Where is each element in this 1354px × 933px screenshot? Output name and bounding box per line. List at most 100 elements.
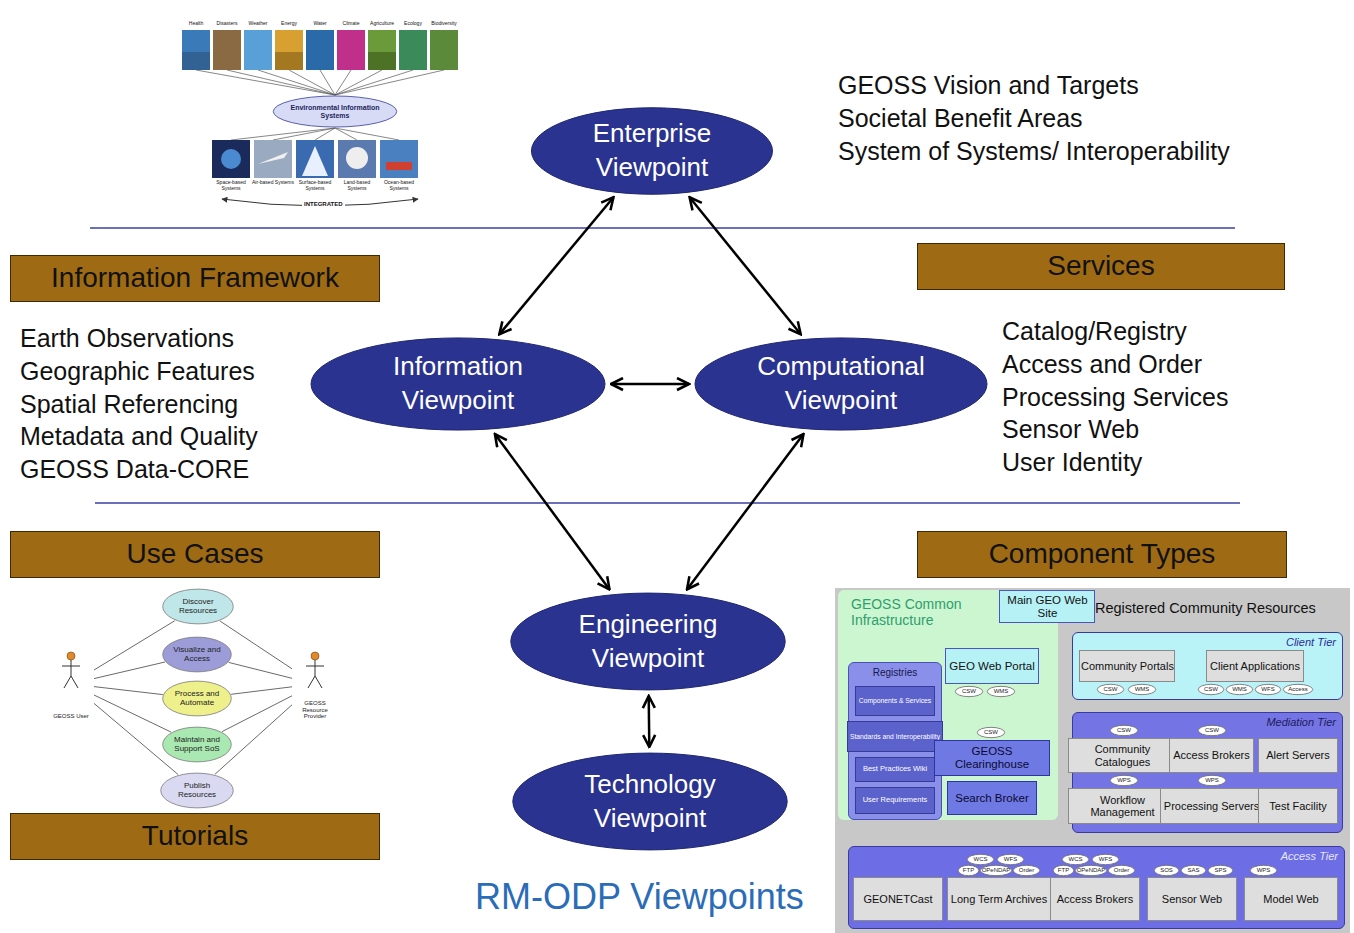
photo [380,140,418,178]
node-text: WPS [1117,777,1131,784]
interface-badge: SPS [1208,865,1233,876]
interface-badge: OPeNDAP [980,865,1012,876]
figure-part [311,652,319,660]
component-box: Access Brokers [1169,738,1254,773]
component-box: Processing Servers [1160,788,1262,824]
node-text: Order [1019,867,1034,874]
node-text: GEOSS Resource Provider [293,700,337,720]
ellipse-shape [1198,725,1225,735]
interface-badge: Order [1013,865,1040,876]
label-text: Geographic Features [20,356,255,386]
node-text: Enterprise Viewpoint [562,117,742,185]
fan-line [320,70,335,95]
ellipse-shape [1198,684,1223,694]
label-text: Catalog/Registry [1002,316,1187,346]
node-text: Client Tier [1286,636,1336,649]
section-header: Services [917,243,1285,290]
node-text: Sensor Web [1162,893,1222,905]
component-box: Long Term Archives [947,877,1052,921]
node-text: Registered Community Resources [1095,600,1345,617]
figure-part [308,676,315,688]
resource-panel: Registered Community Resources GEOSS Comm… [835,588,1350,933]
ellipse-shape [1097,684,1123,694]
ellipse-shape [1154,865,1179,875]
ellipse-shape [1092,854,1118,864]
fan-line [258,70,335,95]
label-text: Surface-based Systems [294,180,336,191]
component-box: Model Web [1244,877,1338,921]
node-text: WPS [1257,867,1271,874]
infrastructure-panel: GEOSS Common InfrastructureRegistriesCom… [838,590,1058,820]
component-box: Test Facility [1258,788,1338,824]
dish-icon [346,147,368,169]
node-text: Visualize and Access [170,646,224,664]
ellipse-shape [1108,865,1134,875]
ellipse-shape [1255,684,1280,694]
label-text: Energy [273,21,305,27]
registries-panel: RegistriesComponents & ServicesStandards… [848,662,942,820]
association-line [220,621,292,669]
label-text: Access and Order [1002,349,1202,379]
system-photos [212,140,418,178]
ellipse-shape [1110,775,1137,785]
ellipse-shape [1198,775,1225,785]
label-text: Space-based Systems [210,180,252,191]
node-text: WFS [1261,686,1274,693]
viewpoint-ellipse: Engineering Viewpoint [508,590,788,693]
figure-part [315,660,316,676]
viewpoint-ellipse: Computational Viewpoint [692,335,990,433]
interface-badge: CSW [955,686,983,697]
interface-badge: WCS [1062,854,1089,865]
node-text: Tutorials [142,820,248,852]
node-text: WMS [1135,686,1150,693]
viewpoint-ellipse: Enterprise Viewpoint [529,105,775,197]
node-text: Use Cases [127,538,264,570]
node-text: WFS [1099,856,1112,863]
fan-line [335,70,413,95]
use-case-oval: Publish Resources [160,772,234,809]
node-text: Order [1114,867,1129,874]
ellipse-shape [1208,865,1233,875]
fan-lines [196,70,444,140]
interface-badge: CSW [977,727,1005,738]
photo [430,30,458,70]
actor-figure: GEOSS User [48,648,94,720]
tier-panel: Client TierCommunity PortalsClient Appli… [1072,632,1343,700]
label-text: Land-based Systems [336,180,378,191]
tier-panel: Mediation TierCSWCSWCommunity Catalogues… [1072,712,1343,833]
section-header: Use Cases [10,531,380,578]
ellipse-shape [163,589,234,624]
fan-line [227,70,335,95]
node-text: GEONETCast [863,893,932,905]
node-text: Community Catalogues [1069,743,1176,767]
node-text: WCS [1069,856,1083,863]
fan-line [231,128,335,140]
label-text: System of Systems/ Interoperability [838,136,1230,166]
figure-part [71,660,72,676]
ellipse-shape [997,854,1023,864]
tier-panel: Access TierGEONETCastWCSWFSFTPOPeNDAPOrd… [848,846,1345,929]
node-text: Components & Services [859,697,931,704]
figure-part [315,676,322,688]
photo [275,30,303,70]
interface-badge: Access [1283,684,1313,695]
node-text: GEOSS Common Infrastructure [851,596,1001,628]
label-text: Ocean-based Systems [378,180,420,191]
interface-badge: Order [1108,865,1135,876]
ellipse-shape [513,753,787,850]
ellipse-outline [308,335,608,433]
interface-badge: SAS [1181,865,1206,876]
photo [337,30,365,70]
actor-figure: GEOSS Resource Provider [292,648,338,720]
service-box: Search Broker [947,781,1037,815]
node-text: Discover Resources [171,598,225,616]
association-line [229,662,292,678]
use-case-oval: Maintain and Support SoS [162,726,232,763]
stick-figure [48,648,94,692]
photo [306,30,334,70]
node-text: Information Framework [51,262,339,294]
node-text: User Requirements [863,796,928,804]
photo [212,140,250,178]
node-text: OPeNDAP [1077,867,1106,874]
node-text: Publish Resources [170,782,224,800]
